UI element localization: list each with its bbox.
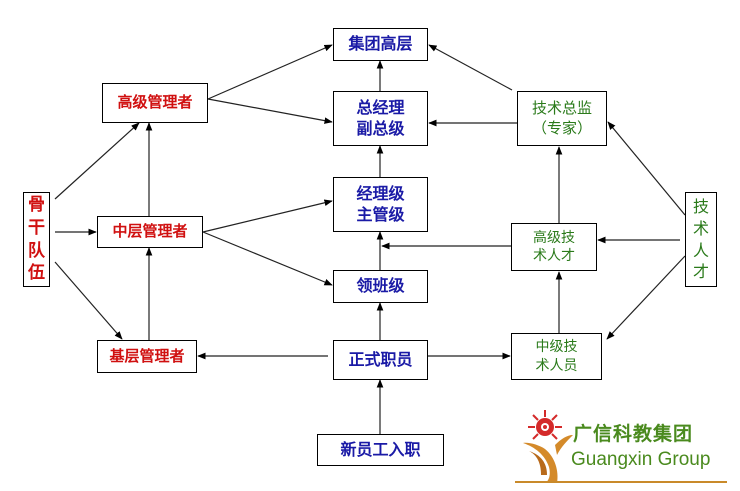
node-tech-talent: 技 术 人 才 [685,192,717,287]
node-label-line: 副总级 [356,118,405,138]
arrow-mid-mgr-to-manager [202,199,333,233]
node-backbone-team: 骨 干 队 伍 [23,192,50,287]
node-label: 基层管理者 [109,346,185,365]
node-label-line: 术人才 [533,248,575,264]
node-label: 高级管理者 [117,93,193,112]
node-new-hire: 新员工入职 [317,434,444,466]
logo-name-en: Guangxin Group [571,449,711,470]
node-junior-manager: 基层管理者 [97,340,197,373]
node-label: 领班级 [356,276,405,296]
node-label-line: 总经理 [356,97,405,117]
node-general-manager: 总经理 副总级 [333,91,428,146]
node-char: 队 [28,240,45,261]
node-char: 才 [692,262,709,282]
node-label: 正式职员 [348,349,413,369]
node-manager-level: 经理级 主管级 [333,177,428,232]
arrow-talent-to-director [607,121,686,216]
node-label-line: 经理级 [356,183,405,203]
arrow-backbone-to-junior [54,261,123,340]
node-label-line: 技术总监 [531,99,592,117]
arrow-mid-mgr-to-foreman [202,231,333,286]
node-label-line: （专家） [531,118,592,137]
arrow-talent-to-mid-tech [606,255,686,340]
node-label: 中层管理者 [112,222,188,241]
node-label-line: 术人员 [535,357,578,374]
node-label: 集团高层 [348,34,413,54]
arrow-senior-mgr-to-gm [207,98,333,124]
node-label-line: 主管级 [356,204,405,224]
node-middle-manager: 中层管理者 [97,216,203,248]
node-char: 骨 [28,194,45,215]
arrow-senior-mgr-to-group [207,44,333,100]
node-senior-manager: 高级管理者 [102,83,208,123]
node-char: 术 [692,218,709,238]
node-label: 新员工入职 [340,439,421,459]
phoenix-sun-icon [523,410,573,483]
node-formal-staff: 正式职员 [333,340,428,380]
logo-name-cn: 广信科教集团 [573,423,694,445]
node-foreman: 领班级 [333,270,428,303]
node-char: 人 [692,240,709,260]
logo-underline [515,481,727,483]
node-char: 伍 [28,263,45,284]
node-tech-director: 技术总监 （专家） [517,91,607,146]
node-label-line: 高级技 [533,229,575,246]
node-label-line: 中级技 [535,339,578,356]
node-middle-tech: 中级技 术人员 [511,333,602,380]
node-char: 技 [692,197,709,217]
arrow-backbone-to-senior [54,122,140,200]
node-senior-tech: 高级技 术人才 [511,223,597,271]
company-logo: 广信科教集团 Guangxin Group [515,405,735,487]
node-group-top: 集团高层 [333,28,428,61]
node-char: 干 [28,217,45,238]
arrow-director-to-group [428,44,513,91]
